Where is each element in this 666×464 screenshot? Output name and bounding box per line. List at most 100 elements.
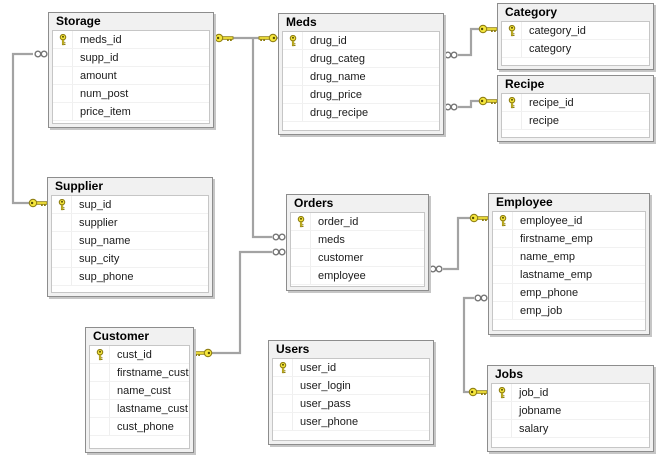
table-row[interactable]: customer bbox=[291, 249, 424, 267]
table-row[interactable]: emp_phone bbox=[493, 284, 645, 302]
table-supplier[interactable]: Supplier sup_id supplier sup_name sup_ci… bbox=[47, 177, 213, 297]
table-row[interactable]: supplier bbox=[52, 214, 208, 232]
key-end-icon bbox=[468, 387, 488, 397]
primary-key-icon bbox=[508, 24, 515, 36]
relationship-customer-orders[interactable] bbox=[193, 248, 286, 358]
table-title[interactable]: Supplier bbox=[55, 179, 104, 193]
pk-cell bbox=[502, 94, 522, 111]
table-row[interactable]: salary bbox=[492, 420, 649, 438]
pk-cell bbox=[502, 112, 522, 129]
table-row[interactable]: amount bbox=[53, 67, 209, 85]
table-title[interactable]: Customer bbox=[93, 329, 150, 343]
column-name: category bbox=[529, 42, 572, 55]
table-row[interactable]: drug_name bbox=[283, 68, 439, 86]
pk-cell bbox=[291, 231, 311, 248]
relationship-employee-orders[interactable] bbox=[429, 213, 489, 273]
relationship-category-meds[interactable] bbox=[444, 24, 498, 59]
table-row[interactable]: category_id bbox=[502, 22, 649, 40]
column-name: drug_categ bbox=[310, 52, 366, 65]
table-title[interactable]: Storage bbox=[56, 14, 101, 28]
table-row[interactable]: order_id bbox=[291, 213, 424, 231]
relationship-storage-meds[interactable] bbox=[214, 33, 278, 43]
table-title[interactable]: Meds bbox=[286, 15, 317, 29]
table-title[interactable]: Category bbox=[505, 5, 558, 19]
relationship-meds-orders[interactable] bbox=[251, 39, 286, 241]
table-title[interactable]: Employee bbox=[496, 195, 553, 209]
column-name: num_post bbox=[80, 87, 129, 100]
table-title[interactable]: Jobs bbox=[495, 367, 524, 381]
column-name: lastname_emp bbox=[520, 268, 593, 281]
table-meds[interactable]: Meds drug_id drug_categ drug_name drug_p… bbox=[278, 13, 444, 135]
pk-cell bbox=[53, 49, 73, 66]
table-row[interactable]: name_emp bbox=[493, 248, 645, 266]
table-row[interactable]: sup_phone bbox=[52, 268, 208, 286]
table-row[interactable]: supp_id bbox=[53, 49, 209, 67]
column-name: sup_id bbox=[79, 198, 112, 211]
table-row[interactable]: user_login bbox=[273, 377, 429, 395]
table-users[interactable]: Users user_id user_login user_pass user_… bbox=[268, 340, 434, 445]
table-row[interactable]: firstname_emp bbox=[493, 230, 645, 248]
many-end-icon bbox=[429, 265, 443, 273]
column-name: employee bbox=[318, 269, 366, 282]
table-row[interactable]: recipe bbox=[502, 112, 649, 130]
table-row[interactable]: job_id bbox=[492, 384, 649, 402]
table-category[interactable]: Category category_id category bbox=[497, 3, 654, 70]
key-end-icon bbox=[258, 33, 278, 43]
table-row[interactable]: meds_id bbox=[53, 31, 209, 49]
table-row[interactable]: price_item bbox=[53, 103, 209, 121]
table-orders[interactable]: Orders order_id meds customer employee bbox=[286, 194, 429, 291]
table-jobs[interactable]: Jobs job_id jobname salary bbox=[487, 365, 654, 452]
many-end-icon bbox=[474, 294, 488, 302]
column-grid: meds_id supp_id amount num_post price_it… bbox=[52, 30, 210, 124]
column-name: recipe_id bbox=[529, 96, 574, 109]
table-row[interactable]: lastname_emp bbox=[493, 266, 645, 284]
table-row[interactable]: employee bbox=[291, 267, 424, 285]
relationship-supplier-storage[interactable] bbox=[11, 50, 48, 208]
table-row[interactable]: jobname bbox=[492, 402, 649, 420]
pk-cell bbox=[273, 413, 293, 430]
column-name: supplier bbox=[79, 216, 118, 229]
table-row[interactable]: category bbox=[502, 40, 649, 58]
table-row[interactable]: drug_recipe bbox=[283, 104, 439, 122]
many-end-icon bbox=[272, 248, 286, 256]
table-title[interactable]: Orders bbox=[294, 196, 334, 210]
column-name: customer bbox=[318, 251, 364, 264]
key-end-icon bbox=[469, 213, 489, 223]
table-row[interactable]: sup_id bbox=[52, 196, 208, 214]
table-row[interactable]: drug_id bbox=[283, 32, 439, 50]
table-row[interactable]: user_pass bbox=[273, 395, 429, 413]
table-row[interactable]: meds bbox=[291, 231, 424, 249]
pk-cell bbox=[52, 214, 72, 231]
column-name: firstname_cust bbox=[117, 366, 189, 379]
pk-cell bbox=[53, 31, 73, 48]
relationship-jobs-employee[interactable] bbox=[462, 294, 488, 397]
relationship-recipe-meds[interactable] bbox=[444, 96, 498, 111]
pk-cell bbox=[53, 67, 73, 84]
table-row[interactable]: firstname_cust bbox=[90, 364, 189, 382]
table-row[interactable]: sup_name bbox=[52, 232, 208, 250]
table-row[interactable]: emp_job bbox=[493, 302, 645, 320]
table-row[interactable]: name_cust bbox=[90, 382, 189, 400]
table-title[interactable]: Recipe bbox=[505, 77, 545, 91]
table-employee[interactable]: Employee employee_id firstname_emp name_… bbox=[488, 193, 650, 335]
table-row[interactable]: recipe_id bbox=[502, 94, 649, 112]
table-storage[interactable]: Storage meds_id supp_id amount num_post … bbox=[48, 12, 214, 128]
table-row[interactable]: num_post bbox=[53, 85, 209, 103]
table-row[interactable]: sup_city bbox=[52, 250, 208, 268]
table-row[interactable]: employee_id bbox=[493, 212, 645, 230]
key-end-icon bbox=[193, 348, 213, 358]
table-row[interactable]: drug_categ bbox=[283, 50, 439, 68]
table-title[interactable]: Users bbox=[276, 342, 310, 356]
table-row[interactable]: lastname_cust bbox=[90, 400, 189, 418]
table-row[interactable]: cust_id bbox=[90, 346, 189, 364]
table-row[interactable]: user_id bbox=[273, 359, 429, 377]
table-row[interactable]: cust_phone bbox=[90, 418, 189, 436]
table-customer[interactable]: Customer cust_id firstname_cust name_cus… bbox=[85, 327, 194, 453]
pk-cell bbox=[273, 377, 293, 394]
table-recipe[interactable]: Recipe recipe_id recipe bbox=[497, 75, 654, 142]
table-row[interactable]: drug_price bbox=[283, 86, 439, 104]
table-row[interactable]: user_phone bbox=[273, 413, 429, 431]
pk-cell bbox=[492, 402, 512, 419]
column-name: cust_phone bbox=[117, 420, 174, 433]
